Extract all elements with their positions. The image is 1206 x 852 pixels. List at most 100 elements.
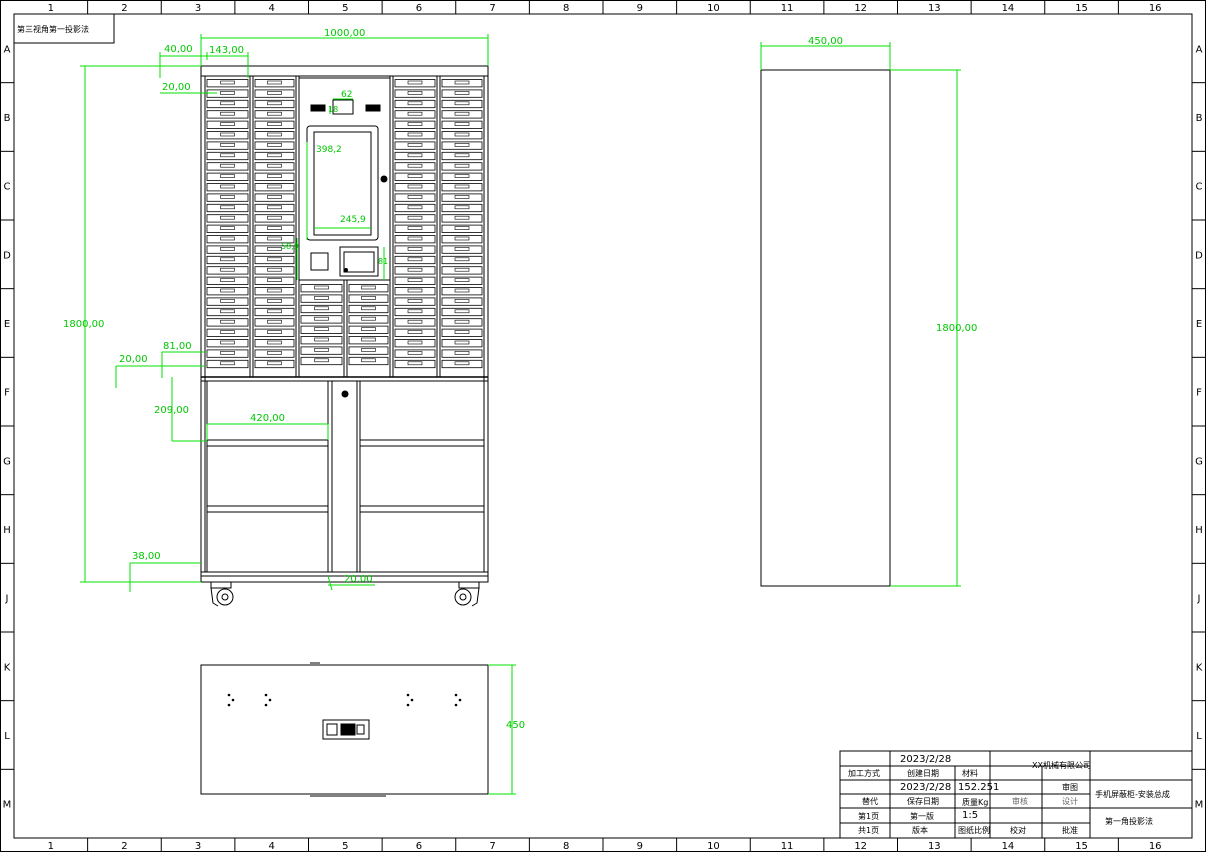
phone-slot (394, 328, 436, 337)
slot-handle (267, 184, 282, 189)
slot-handle (361, 306, 376, 311)
corner-label: 第三视角第一投影法 (17, 24, 89, 34)
phone-slot (206, 172, 249, 181)
mounting-hole (231, 698, 235, 702)
phone-slot (394, 245, 436, 254)
slot-handle (314, 337, 329, 342)
grid-column-label: 9 (637, 3, 643, 14)
dim-center-post: 20,00 (344, 574, 373, 585)
slot-handle (407, 153, 423, 158)
slot-handle (407, 278, 423, 282)
slot-handle (220, 132, 235, 137)
phone-slot (206, 255, 249, 265)
grid-row-label: A (4, 44, 11, 55)
grid-row-label: C (1196, 182, 1203, 193)
slot-handle (267, 319, 282, 324)
slot-handle (220, 267, 235, 272)
mounting-hole (264, 693, 268, 697)
grid-column-label: 3 (195, 841, 201, 852)
grid-column-label: 6 (416, 3, 422, 14)
tb-process: 加工方式 (848, 768, 880, 778)
phone-slot (206, 328, 249, 337)
slot-handle (454, 257, 470, 262)
slot-handle (220, 288, 235, 293)
mounting-hole (227, 693, 231, 697)
phone-slot (254, 89, 295, 98)
grid-row-label: A (1196, 44, 1203, 55)
phone-slot (254, 307, 295, 317)
tb-date-2: 2023/2/28 (900, 782, 951, 793)
phone-slot (394, 214, 436, 223)
slot-handle (267, 267, 282, 272)
phone-slot (206, 162, 249, 171)
phone-slot (254, 172, 295, 181)
slot-handle (407, 330, 423, 334)
tb-material: 材料 (962, 768, 978, 778)
slot-handle (267, 247, 282, 251)
slot-handle (267, 361, 282, 366)
phone-slot (254, 151, 295, 161)
door-lock-knob (380, 175, 388, 183)
tb-create-date: 创建日期 (907, 768, 939, 778)
phone-slot (206, 110, 249, 119)
phone-slot (206, 339, 249, 348)
phone-slot (441, 297, 483, 306)
grid-column-label: 14 (1002, 841, 1015, 852)
phone-slot (394, 183, 436, 192)
phone-slot (394, 235, 436, 244)
dim-door-height: 209,00 (154, 405, 189, 416)
dim-base-height: 38,00 (132, 551, 161, 562)
phone-slot (206, 203, 249, 213)
mounting-hole (268, 698, 272, 702)
grid-column-label: 8 (563, 3, 569, 14)
phone-slot (254, 203, 295, 213)
phone-slot (206, 183, 249, 192)
phone-slot (206, 151, 249, 161)
phone-slot (300, 284, 343, 293)
phone-slot (348, 356, 389, 366)
phone-slot (254, 141, 295, 150)
phone-slot (441, 255, 483, 265)
phone-slot (206, 307, 249, 317)
slot-handle (454, 101, 470, 106)
slot-handle (407, 267, 423, 272)
phone-slot (348, 294, 389, 303)
lower-door-lock (341, 390, 349, 398)
phone-slot (254, 193, 295, 202)
grid-row-label: K (1196, 662, 1203, 673)
phone-slot (441, 89, 483, 98)
grid-row-label: E (1196, 319, 1202, 330)
cabinet-top-band (200, 65, 489, 77)
phone-slot (394, 224, 436, 233)
tb-total-pages: 共1页 (858, 826, 879, 835)
phone-slot (441, 328, 483, 337)
slot-handle (220, 195, 235, 199)
slot-handle (454, 340, 470, 345)
slot-handle (220, 340, 235, 345)
dim-top-depth: 450 (506, 720, 525, 731)
slot-handle (267, 288, 282, 293)
phone-slot (348, 315, 389, 324)
phone-slot (394, 172, 436, 181)
slot-handle (314, 358, 329, 363)
phone-slot (394, 89, 436, 98)
grid-column-label: 11 (781, 841, 794, 852)
phone-slot (206, 318, 249, 327)
slot-handle (454, 236, 470, 241)
grid-row-label: B (4, 113, 11, 124)
slot-handle (220, 236, 235, 241)
cabinet-base (200, 571, 489, 583)
phone-slot (441, 203, 483, 213)
phone-slot (441, 193, 483, 202)
grid-column-label: 12 (854, 841, 867, 852)
slot-handle (454, 91, 470, 95)
slot-handle (220, 299, 235, 303)
top-cable-port (322, 719, 370, 740)
phone-slot (254, 99, 295, 109)
slot-handle (407, 288, 423, 293)
slot-handle (220, 319, 235, 324)
title-block-text: 2023/2/28 XX机械有限公司 加工方式 创建日期 材料 2023/2/2… (848, 754, 1170, 835)
slot-handle (267, 330, 282, 334)
